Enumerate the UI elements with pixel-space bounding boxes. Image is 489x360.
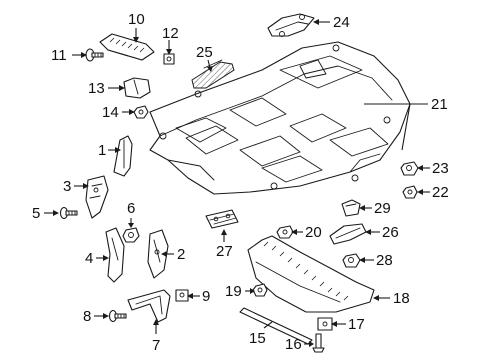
part-23-nut (400, 161, 419, 176)
part-7-lower-bracket (127, 289, 171, 323)
callout-6: 6 (127, 200, 135, 217)
callout-27: 27 (216, 243, 233, 260)
part-6-fastener (122, 227, 140, 243)
part-10-rail (99, 33, 155, 61)
part-26-bracket (329, 223, 367, 245)
callout-9: 9 (202, 288, 210, 305)
part-11-screw (85, 48, 104, 62)
callout-12: 12 (162, 25, 179, 42)
callout-26: 26 (382, 224, 399, 241)
part-13-bracket (123, 77, 151, 99)
callout-19: 19 (225, 283, 242, 300)
callout-24: 24 (333, 14, 350, 31)
part-22-bolt (402, 185, 418, 199)
callout-13: 13 (88, 80, 105, 97)
part-12-clip (163, 53, 175, 65)
part-18-deflector (247, 235, 375, 313)
part-25-hatched-bracket (191, 59, 235, 89)
part-4-bracket (105, 227, 125, 283)
callout-16: 16 (285, 336, 302, 353)
part-8-screw (108, 309, 127, 323)
callout-29: 29 (374, 200, 391, 217)
callout-11: 11 (51, 47, 67, 64)
callout-18: 18 (393, 290, 410, 307)
part-17-clip (317, 317, 333, 331)
callout-25: 25 (196, 44, 213, 61)
callout-5: 5 (32, 205, 40, 222)
leader-lines (44, 19, 430, 347)
callout-14: 14 (102, 104, 119, 121)
part-5-screw (59, 206, 78, 220)
callout-1: 1 (98, 142, 106, 159)
part-2-bracket (147, 229, 169, 279)
callout-8: 8 (83, 308, 91, 325)
callout-21: 21 (431, 96, 448, 113)
callout-10: 10 (128, 11, 145, 28)
part-29-clip (341, 199, 361, 217)
callout-23: 23 (432, 160, 449, 177)
callout-15: 15 (249, 330, 266, 347)
callout-22: 22 (432, 184, 449, 201)
part-20-nut (276, 225, 294, 239)
callout-labels: 10 11 12 13 14 25 24 21 1 3 5 6 4 2 9 8 … (32, 11, 449, 354)
callout-28: 28 (376, 252, 393, 269)
part-15-strip (239, 307, 313, 345)
callout-3: 3 (63, 178, 71, 195)
callout-2: 2 (177, 246, 185, 263)
callout-4: 4 (85, 250, 93, 267)
callout-17: 17 (348, 316, 365, 333)
part-28-nut (342, 253, 361, 268)
part-16-screw (312, 333, 325, 353)
callout-7: 7 (152, 337, 160, 354)
part-9-clip (175, 289, 189, 302)
part-24-bracket (267, 13, 315, 37)
callout-20: 20 (305, 224, 322, 241)
part-27-plate (205, 209, 239, 229)
part-14-nut (133, 105, 149, 119)
part-3-bracket (85, 175, 109, 219)
part-21-underbody-shield (149, 41, 411, 195)
part-1-vertical-bracket (113, 135, 133, 177)
part-19-bolt (252, 283, 268, 297)
